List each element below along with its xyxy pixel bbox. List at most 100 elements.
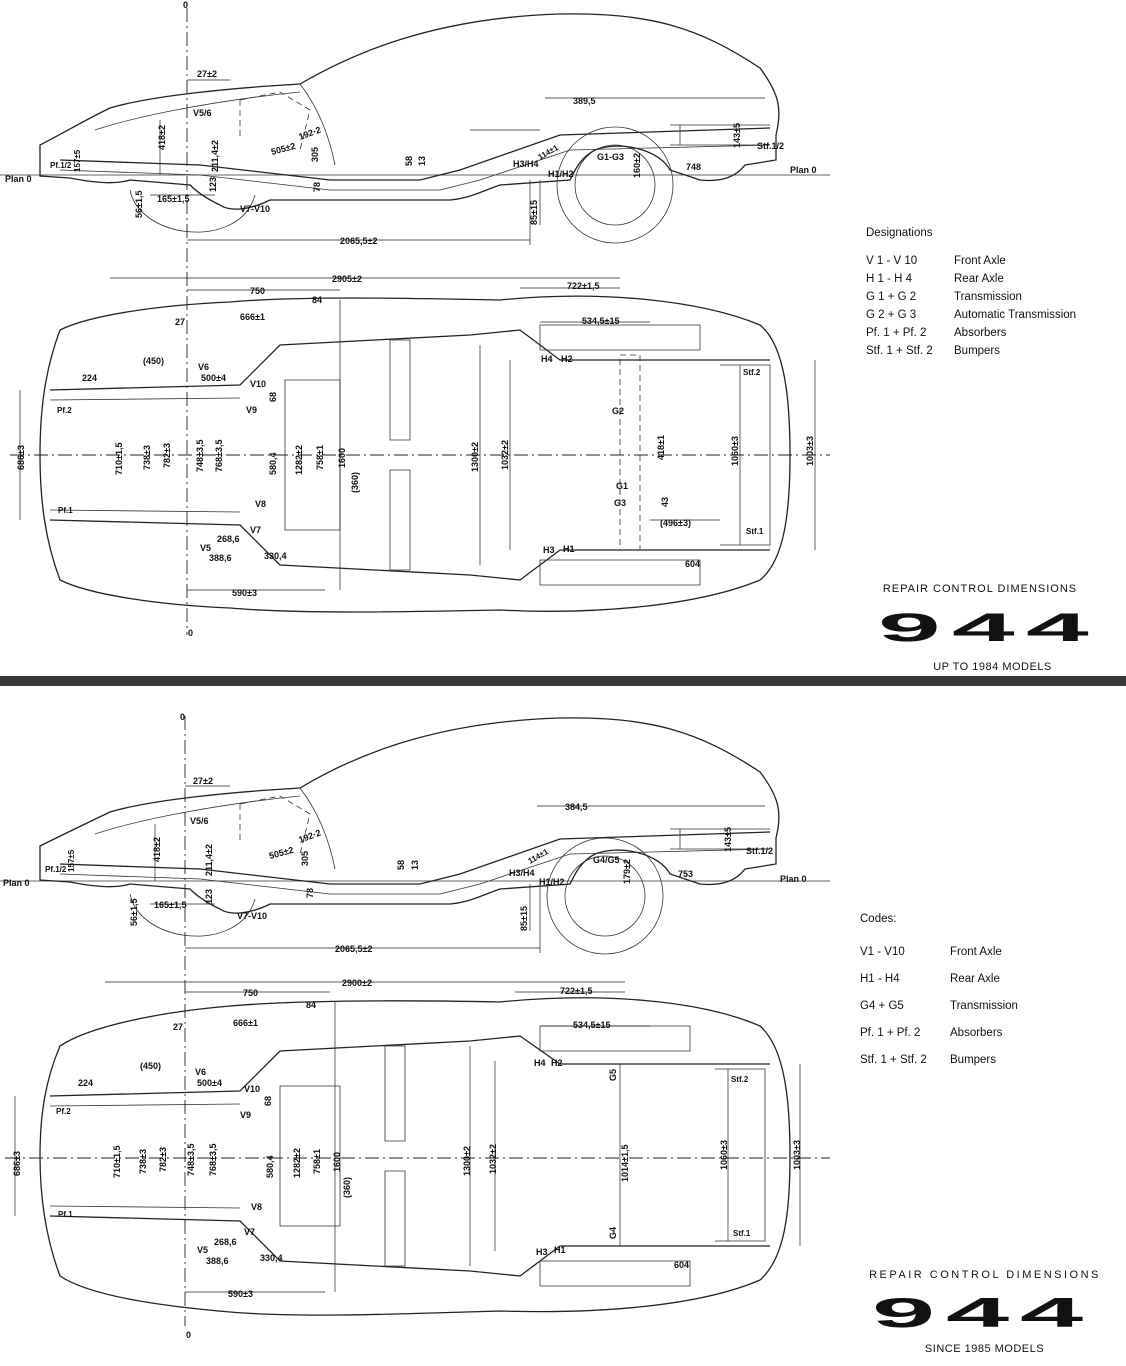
zero-top-label: 0 [183, 0, 188, 10]
chassis-drawing-1984: Plan 0 Plan 0 0 27±2 V5/6 418±2 192·2 50… [0, 0, 830, 638]
legend-code: G 2 + G 3 [866, 309, 917, 321]
dim-3304-label: 330,4 [264, 551, 287, 561]
dim-496-label: (496±3) [660, 518, 691, 528]
legend-code: H1 - H4 [860, 972, 900, 985]
v10-label: V10 [244, 1084, 260, 1094]
dim-418-label: 418±2 [157, 125, 167, 150]
legend-desc: Bumpers [950, 1053, 997, 1066]
dim-68-label: 68 [263, 1096, 273, 1106]
v7-label: V7 [244, 1227, 255, 1237]
v7-v10-label: V7-V10 [240, 204, 270, 214]
title-1984: REPAIR CONTROL DIMENSIONS [882, 583, 1078, 595]
stf1-label: Stf.1 [733, 1229, 751, 1238]
legend-desc: Front Axle [950, 945, 1002, 958]
dim-5004-label: 500±4 [197, 1078, 222, 1088]
v9-label: V9 [246, 405, 257, 415]
v56-label: V5/6 [190, 816, 209, 826]
dim-27-label: 27±2 [193, 776, 213, 786]
plan-seat-cross-members [389, 339, 411, 571]
dim-160-label: 160±2 [632, 153, 642, 178]
rear-rail-box [670, 124, 770, 146]
chassis-drawing-1985: Plan 0 Plan 0 0 27±2 V5/6 418±2 192·2 50… [0, 712, 830, 1340]
legend-code: V 1 - V 10 [866, 255, 918, 267]
dim-143-label: 143±5 [723, 827, 733, 852]
legend-desc: Rear Axle [950, 972, 1000, 985]
dim-224-label: 224 [82, 373, 97, 383]
plan-rail-upper [49, 329, 770, 391]
dim-1300-label: 1300±2 [462, 1146, 472, 1176]
dim-450-label: (450) [143, 356, 164, 366]
dim-1600-label: 1600 [332, 1152, 342, 1172]
dim-114-label: 114±1 [537, 143, 561, 162]
section-divider [0, 676, 1126, 686]
dim-123-label: 123 [208, 177, 218, 192]
plan-body-outline [39, 295, 791, 613]
panel-since-1985: Plan 0 Plan 0 0 27±2 V5/6 418±2 192·2 50… [0, 686, 1126, 1366]
dim-710-label: 710±1,5 [112, 1146, 122, 1178]
dim-748p-label: 748±3,5 [195, 440, 205, 472]
dim-179-label: 179±2 [622, 859, 632, 884]
dim-590-label: 590±3 [232, 588, 257, 598]
plan0-right-label: Plan 0 [790, 165, 817, 175]
g4-label: G4 [608, 1227, 618, 1239]
dim-56-label: 56±1,5 [129, 899, 139, 926]
legend-code: Pf. 1 + Pf. 2 [866, 327, 927, 339]
zero-bottom-label: 0 [188, 628, 193, 638]
dim-165-label: 165±1,5 [154, 900, 186, 910]
zero-bottom-label: 0 [186, 1330, 191, 1340]
dim-211-label: 211,4±2 [210, 140, 220, 172]
logo-944-1985: 944 [872, 1296, 1090, 1328]
dim-738-label: 738±3 [138, 1149, 148, 1174]
dim-157-label: 157±5 [67, 849, 76, 872]
dim-782-label: 782±3 [158, 1147, 168, 1172]
side-frame-rail-lower [59, 144, 771, 191]
dim-2686-label: 268,6 [214, 1237, 237, 1247]
side-view: Plan 0 Plan 0 0 27±2 V5/6 418±2 192·2 50… [0, 712, 830, 1326]
dim-43-label: 43 [660, 497, 670, 507]
dim-2686-label: 268,6 [217, 534, 240, 544]
v8-label: V8 [251, 1202, 262, 1212]
side-body-outline [39, 13, 780, 210]
plan-rear-bumper-mounts [720, 364, 771, 546]
v5-label: V5 [200, 543, 211, 553]
legend-heading: Codes: [860, 913, 897, 925]
pf1-label: Pf.1 [58, 506, 73, 515]
dim-1060-label: 1060±3 [730, 436, 740, 466]
legend-code: Pf. 1 + Pf. 2 [860, 1026, 921, 1039]
dim-5345-label: 534,5±15 [582, 316, 619, 326]
side-frame-rail [59, 127, 771, 181]
dim-84-label: 84 [312, 295, 322, 305]
h4-label: H4 [541, 354, 553, 364]
g2-label: G2 [612, 406, 624, 416]
v8-label: V8 [255, 499, 266, 509]
h1h2-label: H1/H2 [539, 877, 565, 887]
dim-5804-label: 580,4 [265, 1155, 275, 1178]
h1-label: H1 [563, 544, 575, 554]
dim-2905-label: 2905±2 [332, 274, 362, 284]
h4-label: H4 [534, 1058, 546, 1068]
h3-label: H3 [543, 545, 555, 555]
h2-label: H2 [561, 354, 573, 364]
side-frame-rail-lower [59, 848, 771, 895]
v56-label: V5/6 [193, 108, 212, 118]
legend-desc: Transmission [954, 291, 1022, 303]
dim-13-label: 13 [417, 156, 427, 166]
panel-up-to-1984: Plan 0 Plan 0 0 27±2 V5/6 418±2 192·2 50… [0, 0, 1126, 676]
dim-7221-label: 722±1,5 [567, 281, 599, 291]
dim-590-label: 590±3 [228, 1289, 253, 1299]
g1-label: G1 [616, 481, 628, 491]
legend-desc: Transmission [950, 999, 1018, 1012]
dim-5804-label: 580,4 [268, 452, 278, 475]
side-view: Plan 0 Plan 0 0 27±2 V5/6 418±2 192·2 50… [0, 0, 830, 635]
dim-5004-label: 500±4 [201, 373, 226, 383]
dim-211-label: 211,4±2 [204, 844, 214, 876]
dim-748-label: 748 [686, 162, 701, 172]
front-wheel-arch [129, 189, 256, 233]
